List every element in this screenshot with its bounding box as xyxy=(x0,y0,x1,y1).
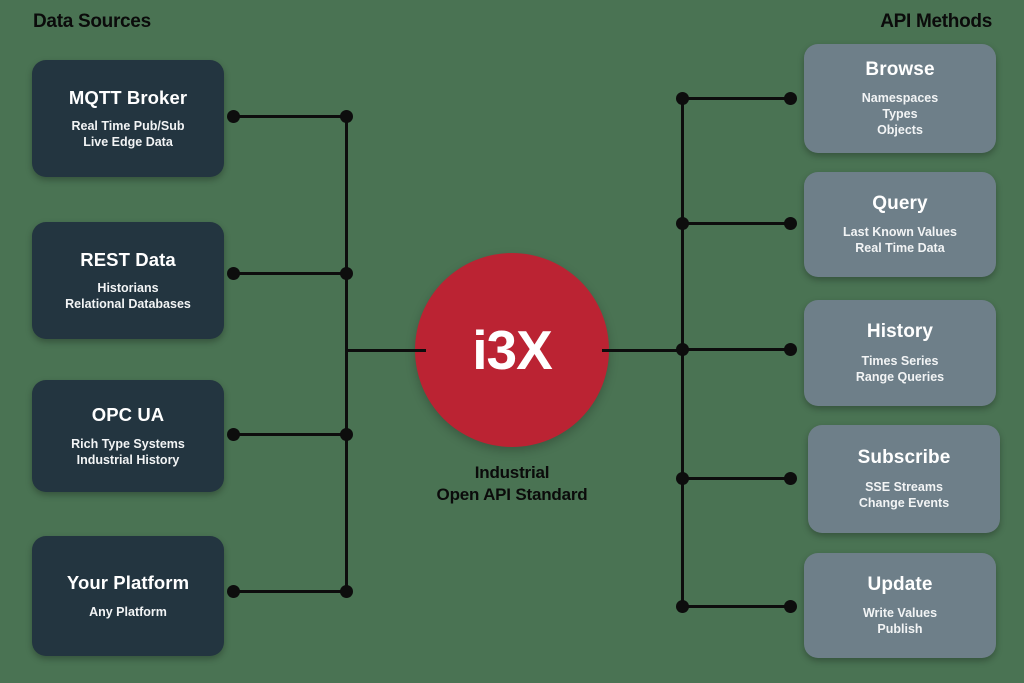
right-branch-dot-update-trunk xyxy=(675,599,689,613)
source-card-title: REST Data xyxy=(80,248,176,270)
left-branch-opcua xyxy=(233,433,346,436)
right-bus-hub-stub xyxy=(602,349,682,352)
method-card-subtitle: Times Series Range Queries xyxy=(856,353,944,385)
right-branch-subscribe xyxy=(682,477,790,480)
method-card-sub-line: Namespaces xyxy=(861,91,939,106)
left-branch-mqtt xyxy=(233,115,346,118)
left-branch-dot-rest-source xyxy=(226,266,240,280)
method-card-title: Query xyxy=(872,192,928,214)
left-bus-hub-stub xyxy=(346,349,426,352)
source-card-subtitle: Historians Relational Databases xyxy=(65,280,191,312)
source-card-opc-ua[interactable]: OPC UA Rich Type Systems Industrial Hist… xyxy=(32,380,224,492)
right-branch-dot-query-method xyxy=(783,216,797,230)
source-card-sub-line: Rich Type Systems xyxy=(71,436,185,451)
method-card-subtitle: Write Values Publish xyxy=(863,605,937,637)
source-card-title: Your Platform xyxy=(66,572,190,594)
source-card-sub-line: Historians xyxy=(97,281,159,296)
right-branch-dot-update-method xyxy=(783,599,797,613)
source-card-sub-line: Industrial History xyxy=(76,452,180,467)
hub-circle[interactable]: i3X xyxy=(415,253,609,447)
source-card-sub-line: Real Time Pub/Sub xyxy=(71,119,185,134)
right-branch-dot-subscribe-method xyxy=(783,471,797,485)
method-card-title: History xyxy=(866,321,934,343)
source-card-your-platform[interactable]: Your Platform Any Platform xyxy=(32,536,224,656)
hub-caption: Industrial Open API Standard xyxy=(415,462,609,507)
method-card-sub-line: Write Values xyxy=(862,606,938,621)
hub-caption-line-2: Open API Standard xyxy=(436,485,588,505)
source-card-sub-line: Relational Databases xyxy=(65,297,191,312)
right-branch-browse xyxy=(682,97,790,100)
method-card-sub-line: Change Events xyxy=(858,495,950,510)
left-branch-rest xyxy=(233,272,346,275)
source-card-title: OPC UA xyxy=(91,404,165,426)
method-card-sub-line: Last Known Values xyxy=(843,225,957,240)
method-card-query[interactable]: Query Last Known Values Real Time Data xyxy=(804,172,996,277)
left-branch-dot-opcua-trunk xyxy=(339,427,353,441)
api-methods-heading: API Methods xyxy=(880,11,992,32)
data-sources-heading: Data Sources xyxy=(33,11,151,32)
source-card-title: MQTT Broker xyxy=(68,86,188,108)
source-card-subtitle: Rich Type Systems Industrial History xyxy=(71,436,185,468)
right-branch-dot-subscribe-trunk xyxy=(675,471,689,485)
left-branch-dot-mqtt-trunk xyxy=(339,109,353,123)
left-bus-trunk xyxy=(345,116,348,592)
left-branch-dot-mqtt-source xyxy=(226,109,240,123)
source-card-mqtt-broker[interactable]: MQTT Broker Real Time Pub/Sub Live Edge … xyxy=(32,60,224,177)
left-branch-your-platform xyxy=(233,590,346,593)
source-card-subtitle: Real Time Pub/Sub Live Edge Data xyxy=(72,118,185,150)
right-branch-dot-history-method xyxy=(783,342,797,356)
hub-label: i3X xyxy=(472,318,553,381)
method-card-browse[interactable]: Browse Namespaces Types Objects xyxy=(804,44,996,153)
method-card-subscribe[interactable]: Subscribe SSE Streams Change Events xyxy=(808,425,1000,533)
hub-caption-line-1: Industrial xyxy=(474,463,550,482)
method-card-subtitle: Last Known Values Real Time Data xyxy=(843,224,957,256)
right-branch-dot-browse-method xyxy=(783,91,797,105)
left-branch-dot-your-platform-source xyxy=(226,584,240,598)
left-branch-dot-your-platform-trunk xyxy=(339,584,353,598)
right-branch-history xyxy=(682,348,790,351)
method-card-subtitle: Namespaces Types Objects xyxy=(862,90,938,138)
method-card-sub-line: Range Queries xyxy=(855,369,945,384)
right-branch-update xyxy=(682,605,790,608)
right-branch-query xyxy=(682,222,790,225)
method-card-sub-line: Objects xyxy=(877,123,923,138)
source-card-sub-line: Any Platform xyxy=(89,604,167,619)
method-card-sub-line: Types xyxy=(882,107,918,122)
right-branch-dot-browse-trunk xyxy=(675,91,689,105)
left-branch-dot-opcua-source xyxy=(226,427,240,441)
left-branch-dot-rest-trunk xyxy=(339,266,353,280)
method-card-sub-line: Real Time Data xyxy=(855,241,945,256)
right-branch-dot-query-trunk xyxy=(675,216,689,230)
source-card-subtitle: Any Platform xyxy=(89,604,167,620)
source-card-rest-data[interactable]: REST Data Historians Relational Database… xyxy=(32,222,224,339)
method-card-sub-line: Publish xyxy=(877,622,923,637)
method-card-sub-line: Times Series xyxy=(861,353,939,368)
method-card-sub-line: SSE Streams xyxy=(865,479,943,494)
method-card-title: Update xyxy=(867,573,933,595)
source-card-sub-line: Live Edge Data xyxy=(83,135,173,150)
method-card-title: Subscribe xyxy=(857,447,951,469)
method-card-subtitle: SSE Streams Change Events xyxy=(859,479,949,511)
method-card-title: Browse xyxy=(865,58,935,80)
method-card-history[interactable]: History Times Series Range Queries xyxy=(804,300,996,406)
method-card-update[interactable]: Update Write Values Publish xyxy=(804,553,996,658)
right-branch-dot-history-trunk xyxy=(675,342,689,356)
